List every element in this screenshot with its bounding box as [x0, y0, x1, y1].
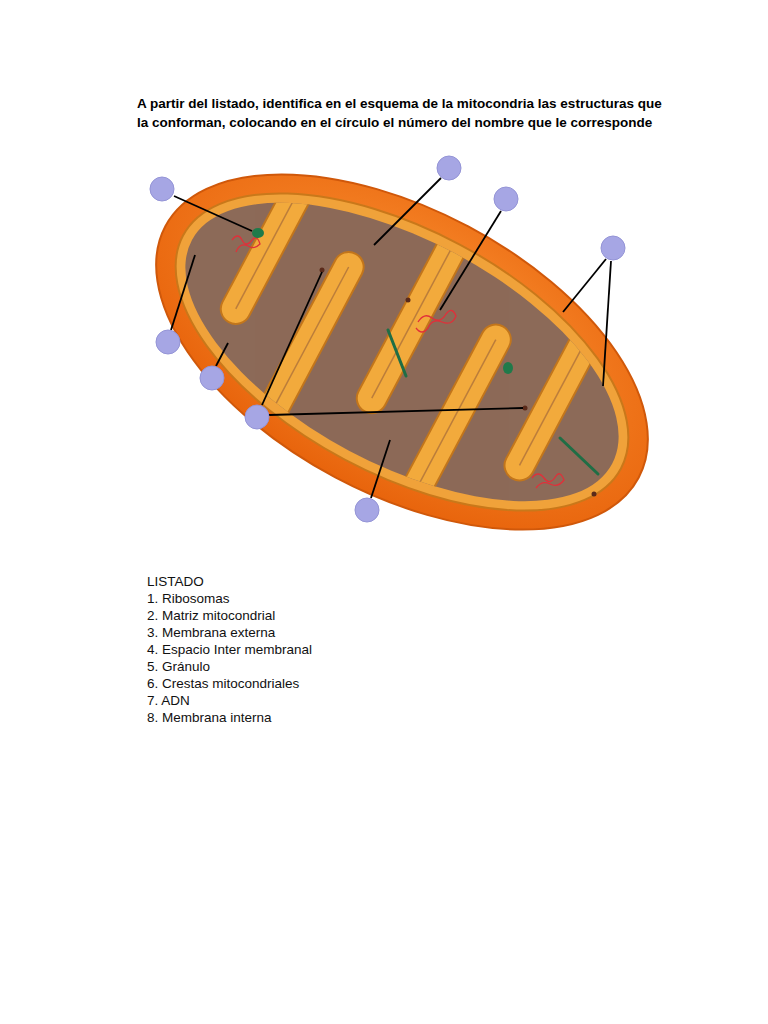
- list-item: 3. Membrana externa: [147, 624, 547, 641]
- list-item: 7. ADN: [147, 692, 547, 709]
- list-item: 1. Ribosomas: [147, 590, 547, 607]
- list-item: 8. Membrana interna: [147, 709, 547, 726]
- list-heading: LISTADO: [147, 573, 547, 590]
- list-item: 2. Matriz mitocondrial: [147, 607, 547, 624]
- list-item: 6. Crestas mitocondriales: [147, 675, 547, 692]
- list-item: 5. Gránulo: [147, 658, 547, 675]
- list-item: 4. Espacio Inter membranal: [147, 641, 547, 658]
- instruction-title: A partir del listado, identifica en el e…: [137, 94, 673, 132]
- list-block: LISTADO1. Ribosomas2. Matriz mitocondria…: [147, 573, 547, 726]
